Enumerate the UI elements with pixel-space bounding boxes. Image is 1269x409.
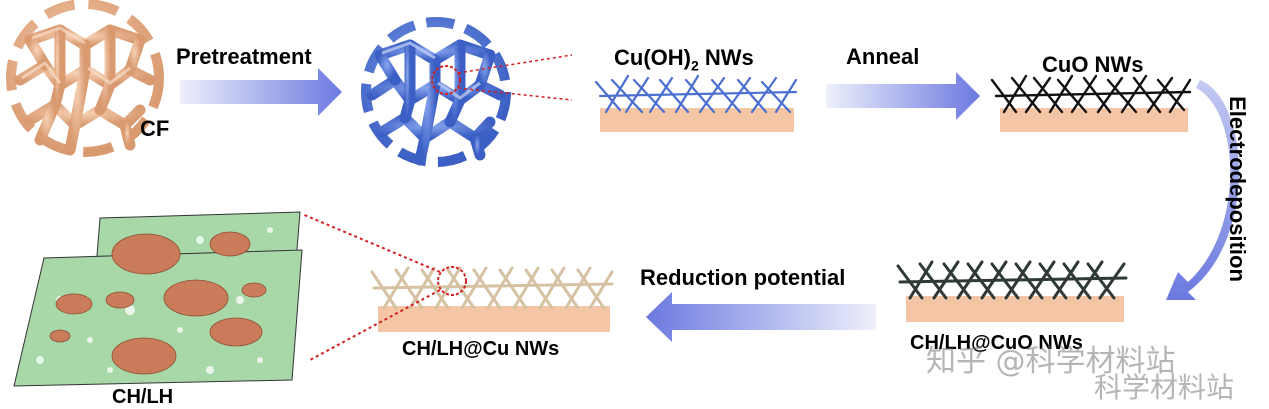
zoom-line-bottom bbox=[457, 87, 573, 101]
pretreatment-label: Pretreatment bbox=[176, 44, 312, 69]
cuoh2-label-subscript: 2 bbox=[690, 57, 699, 74]
pretreatment-arrow bbox=[180, 68, 342, 116]
cuoh2-label: Cu(OH)2 NWs bbox=[614, 45, 754, 73]
zoom-line-top bbox=[457, 54, 573, 74]
anneal-label: Anneal bbox=[846, 44, 920, 69]
chlh-label: CH/LH bbox=[112, 386, 174, 408]
zoom-line-upper bbox=[301, 213, 441, 273]
cu-nanowire-zoom-circle bbox=[437, 266, 467, 296]
reduction-arrow bbox=[646, 292, 876, 342]
chlh-cuo-nanowires-image bbox=[896, 260, 1128, 322]
cuoh2-nanowires-image bbox=[594, 74, 798, 132]
watermark-line2: 科学材料站 bbox=[1094, 371, 1235, 404]
chlh-cuo-label: CH/LH@CuO NWs bbox=[910, 332, 1083, 354]
electrodeposition-label: Electrodeposition bbox=[1224, 96, 1250, 282]
cuoh2-label-suffix: NWs bbox=[698, 45, 754, 70]
pretreated-foam-image bbox=[361, 17, 511, 167]
chlh-cu-label: CH/LH@Cu NWs bbox=[402, 338, 560, 360]
cuo-label: CuO NWs bbox=[1042, 52, 1144, 77]
reduction-potential-label: Reduction potential bbox=[640, 265, 846, 290]
watermark-line1: 知乎 @科学材料站 bbox=[926, 344, 1176, 379]
cuo-nanowires-image bbox=[990, 74, 1192, 132]
cf-label: CF bbox=[140, 116, 170, 141]
electrodeposition-arrow bbox=[1166, 80, 1240, 300]
copper-foam-image bbox=[6, 0, 164, 157]
chlh-sheet-image bbox=[13, 211, 303, 387]
cuoh2-label-prefix: Cu(OH) bbox=[614, 45, 691, 70]
blue-foam-zoom-circle bbox=[431, 65, 461, 95]
anneal-arrow bbox=[826, 72, 980, 120]
chlh-cu-nanowires-image bbox=[370, 266, 614, 332]
zoom-line-lower bbox=[309, 289, 441, 361]
